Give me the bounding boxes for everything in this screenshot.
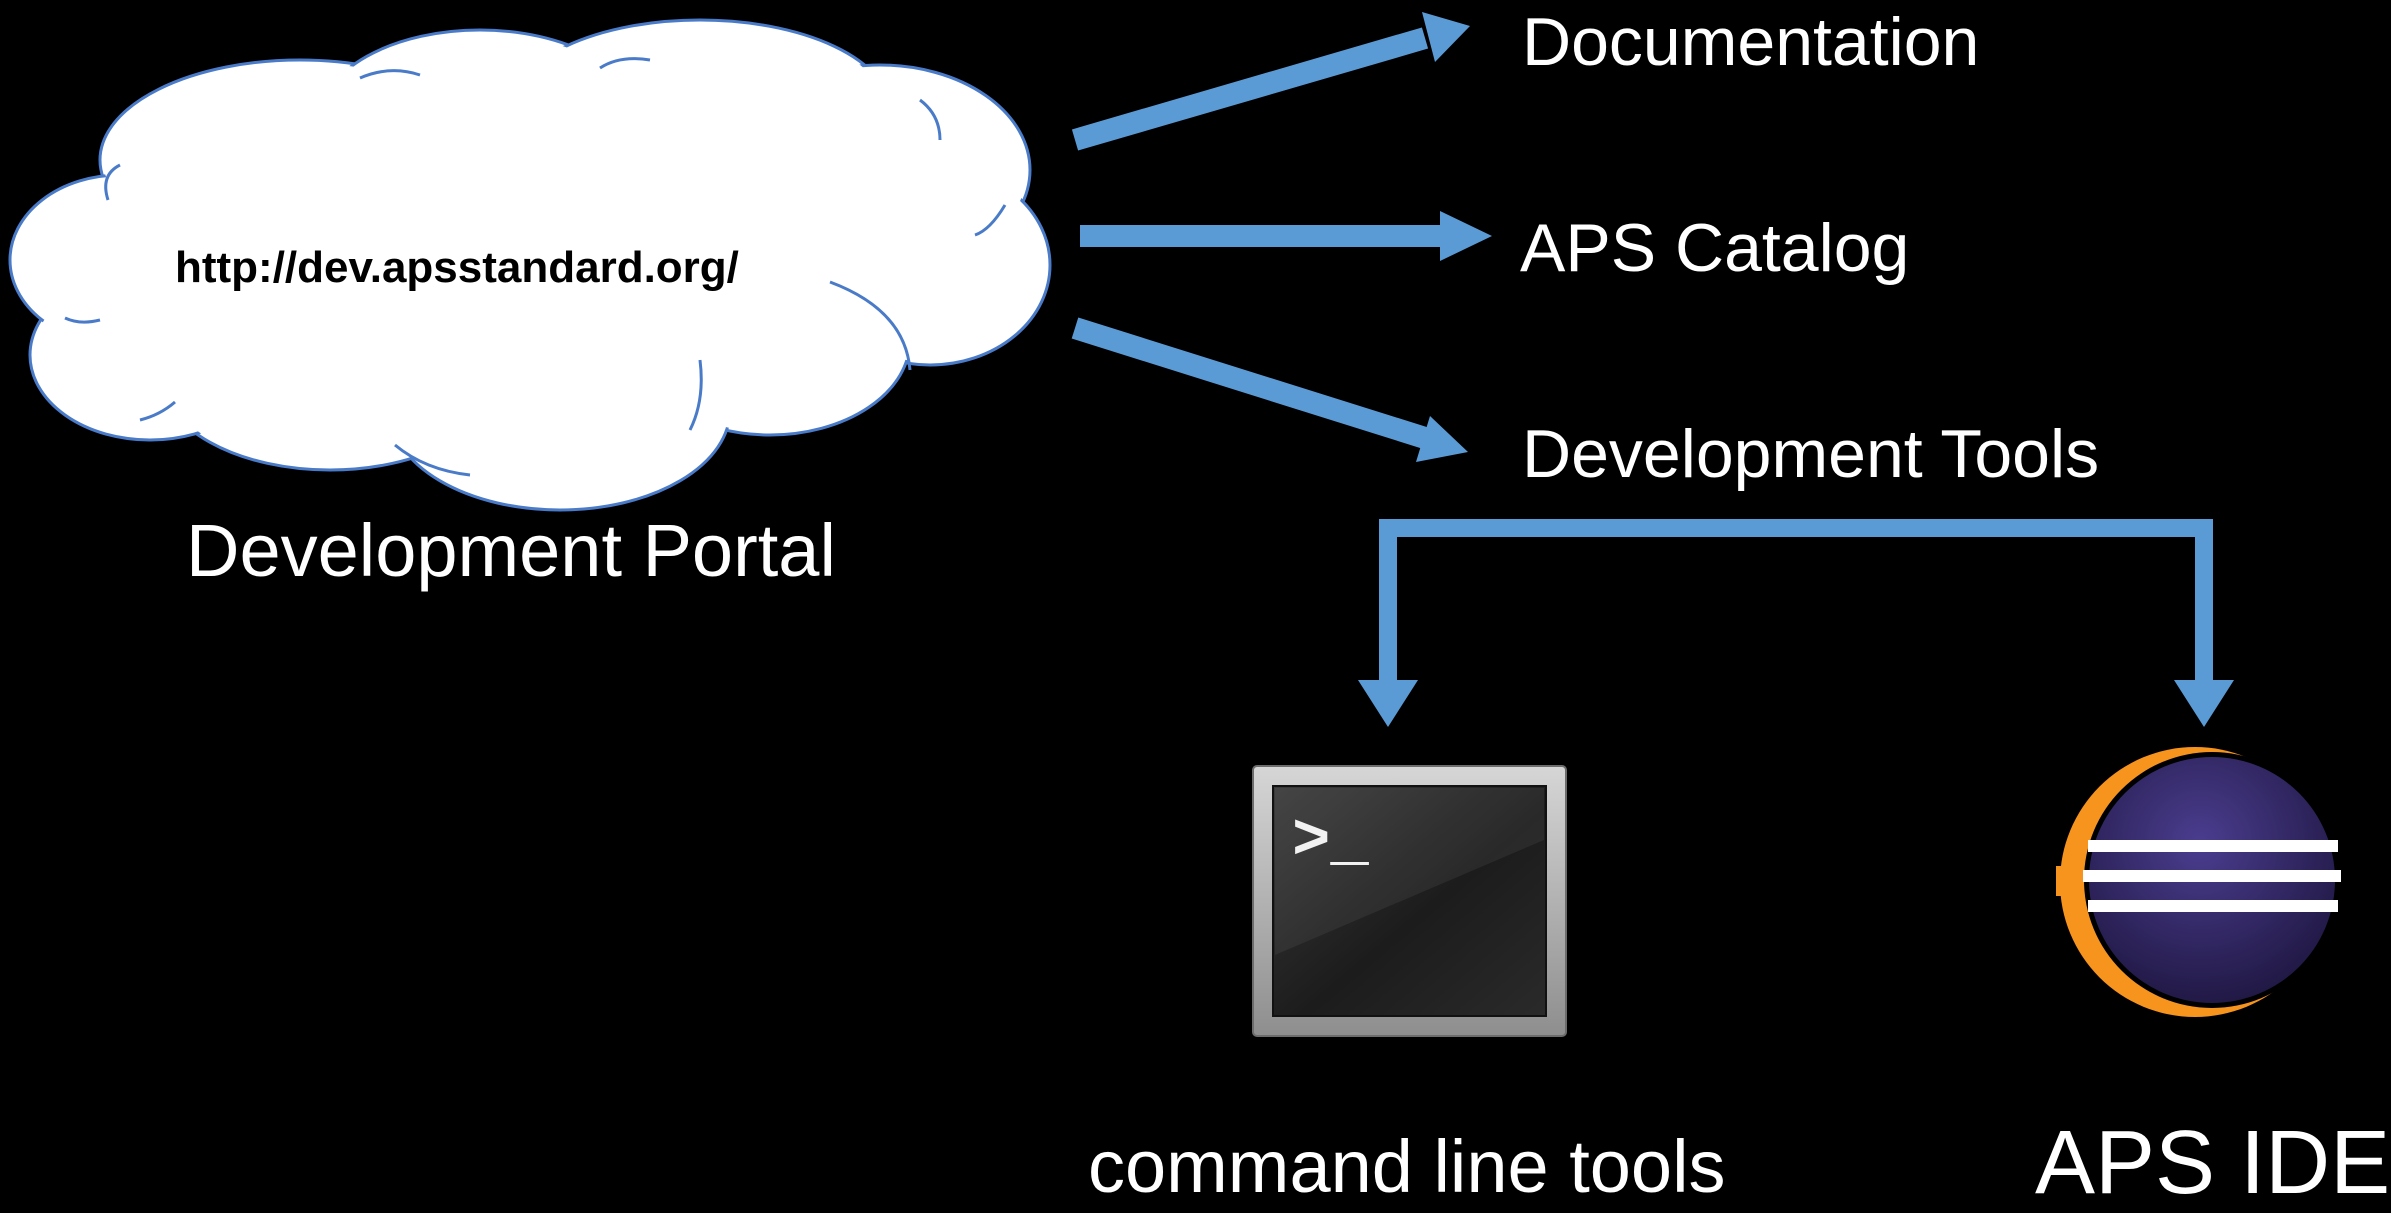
arrow-to-documentation (1071, 12, 1470, 151)
aps-ide-label: APS IDE (2035, 1113, 2391, 1213)
terminal-icon: >_ (1252, 765, 1567, 1037)
eclipse-icon (2056, 747, 2341, 1017)
cloud-icon (8, 18, 1052, 512)
arrow-to-aps-catalog (1080, 211, 1492, 261)
arrow-to-development-tools (1071, 317, 1468, 462)
terminal-prompt-glyph: >_ (1292, 806, 1369, 878)
command-line-tools-label: command line tools (1088, 1125, 1726, 1208)
branch-connector (1358, 519, 2234, 727)
portal-url: http://dev.apsstandard.org/ (175, 243, 739, 292)
documentation-label: Documentation (1522, 4, 1980, 80)
development-tools-label: Development Tools (1522, 416, 2100, 492)
aps-catalog-label: APS Catalog (1520, 210, 1910, 286)
development-portal-label: Development Portal (186, 509, 836, 592)
